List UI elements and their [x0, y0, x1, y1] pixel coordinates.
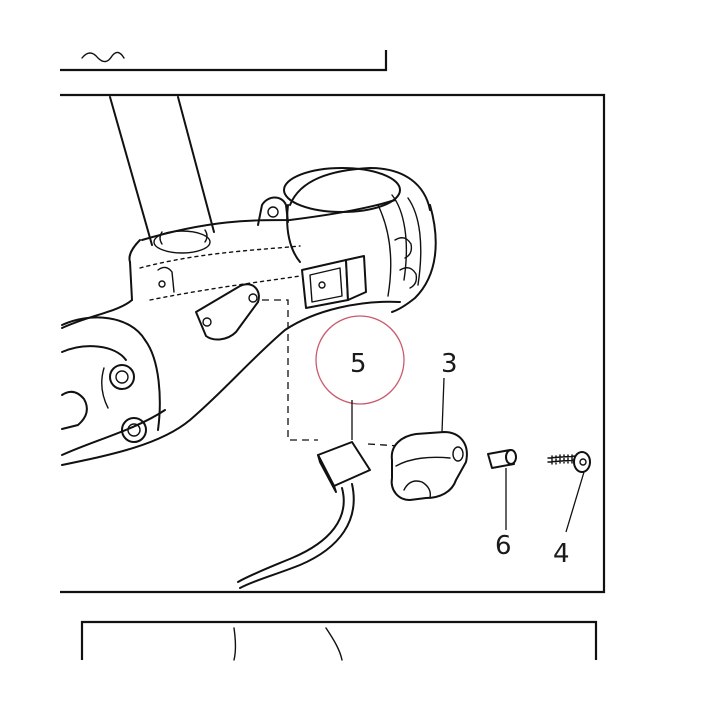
part-4-screw	[547, 451, 591, 473]
part-5-sensor	[237, 441, 371, 589]
triple-clamp	[61, 167, 437, 466]
figure-frame	[60, 93, 606, 594]
left-fork-clamp	[61, 316, 161, 443]
part-6-spacer	[487, 449, 517, 469]
connector-block-on-clamp	[301, 255, 367, 309]
next-figure-fragment	[80, 620, 598, 661]
mounting-bracket-on-clamp	[157, 266, 260, 341]
fork-tube	[109, 96, 215, 254]
callout-4: 4	[553, 539, 570, 569]
assembly-guide-lines	[262, 299, 401, 447]
callout-6: 6	[495, 531, 512, 561]
callout-5: 5	[350, 349, 367, 379]
previous-figure-fragment	[60, 50, 388, 72]
part-3-bracket	[390, 431, 468, 501]
callout-leaders	[351, 377, 585, 533]
highlight-circle	[315, 315, 405, 405]
callout-3: 3	[441, 349, 458, 379]
